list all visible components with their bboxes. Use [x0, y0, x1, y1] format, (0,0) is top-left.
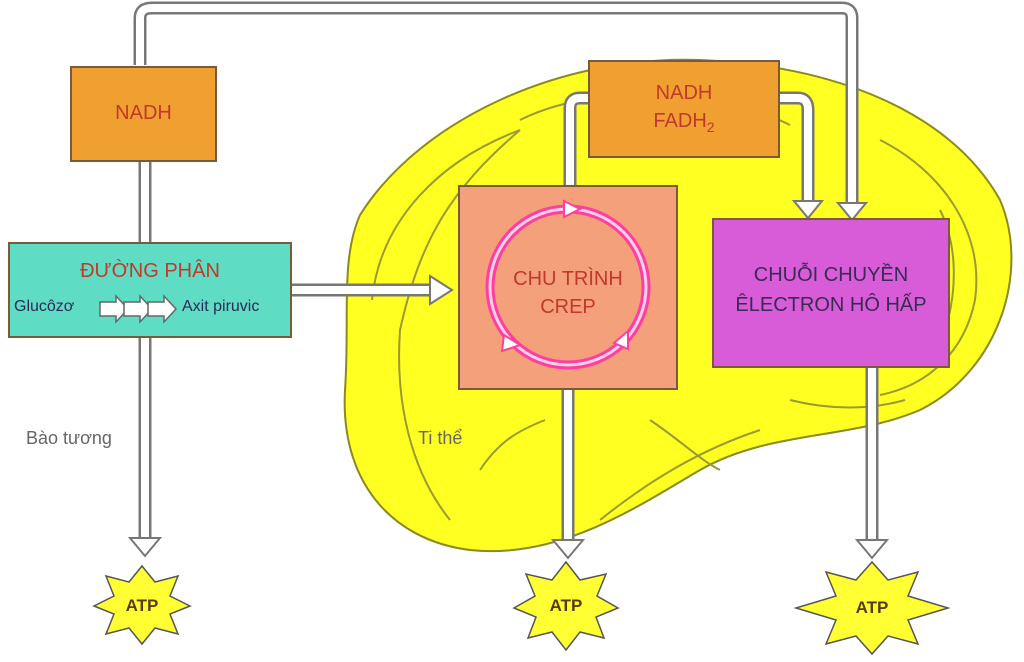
arrow-glycolysis-to-atp [127, 160, 163, 558]
arrow-etc-to-atp [854, 368, 890, 560]
arrow-krebs-to-atp [550, 390, 586, 560]
glycolysis-steps-arrows [99, 294, 178, 324]
glycolysis-title: ĐƯỜNG PHÂN [80, 260, 220, 282]
cytoplasm-label: Bào tương [26, 428, 112, 448]
fadh2-subscript: 2 [706, 119, 715, 135]
electron-transport-chain-box [712, 218, 950, 368]
krebs-cycle-box [458, 185, 678, 390]
mitochondrion-shape [343, 58, 1013, 553]
atp-label-1: ATP [125, 596, 159, 615]
pyruvate-label: Axit piruvic [182, 298, 260, 315]
nadh-fadh2-box [588, 60, 780, 158]
krebs-cycle-ring [485, 199, 651, 370]
glucose-label: Glucôzơ [14, 298, 75, 315]
fadh2-label: FADH2 [588, 108, 780, 140]
krebs-line2: CREP [540, 296, 596, 318]
atp-star-1 [92, 564, 192, 646]
arrow-krebs-to-nadh-fadh2 [563, 91, 598, 185]
atp-label-3: ATP [855, 598, 889, 617]
atp-star-2 [512, 560, 620, 652]
nadh-right-label: NADH [655, 82, 713, 104]
nadh-left-label: NADH [115, 102, 172, 124]
atp-star-3 [793, 560, 951, 656]
fadh2-base: FADH [653, 110, 707, 132]
krebs-line1: CHU TRÌNH [513, 268, 623, 290]
atp-label-2: ATP [549, 596, 583, 615]
arrow-nadh-to-etc [133, 1, 869, 222]
mitochondrion-label: Ti thể [418, 428, 463, 448]
nadh-box-left [70, 66, 217, 162]
arrow-glycolysis-to-krebs [292, 274, 454, 306]
glycolysis-box [8, 242, 292, 338]
etc-line1: CHUỖI CHUYỀN [753, 264, 909, 286]
etc-line2: ÊLECTRON HÔ HẤP [735, 294, 927, 316]
arrow-nadh-fadh2-to-etc [778, 91, 825, 220]
